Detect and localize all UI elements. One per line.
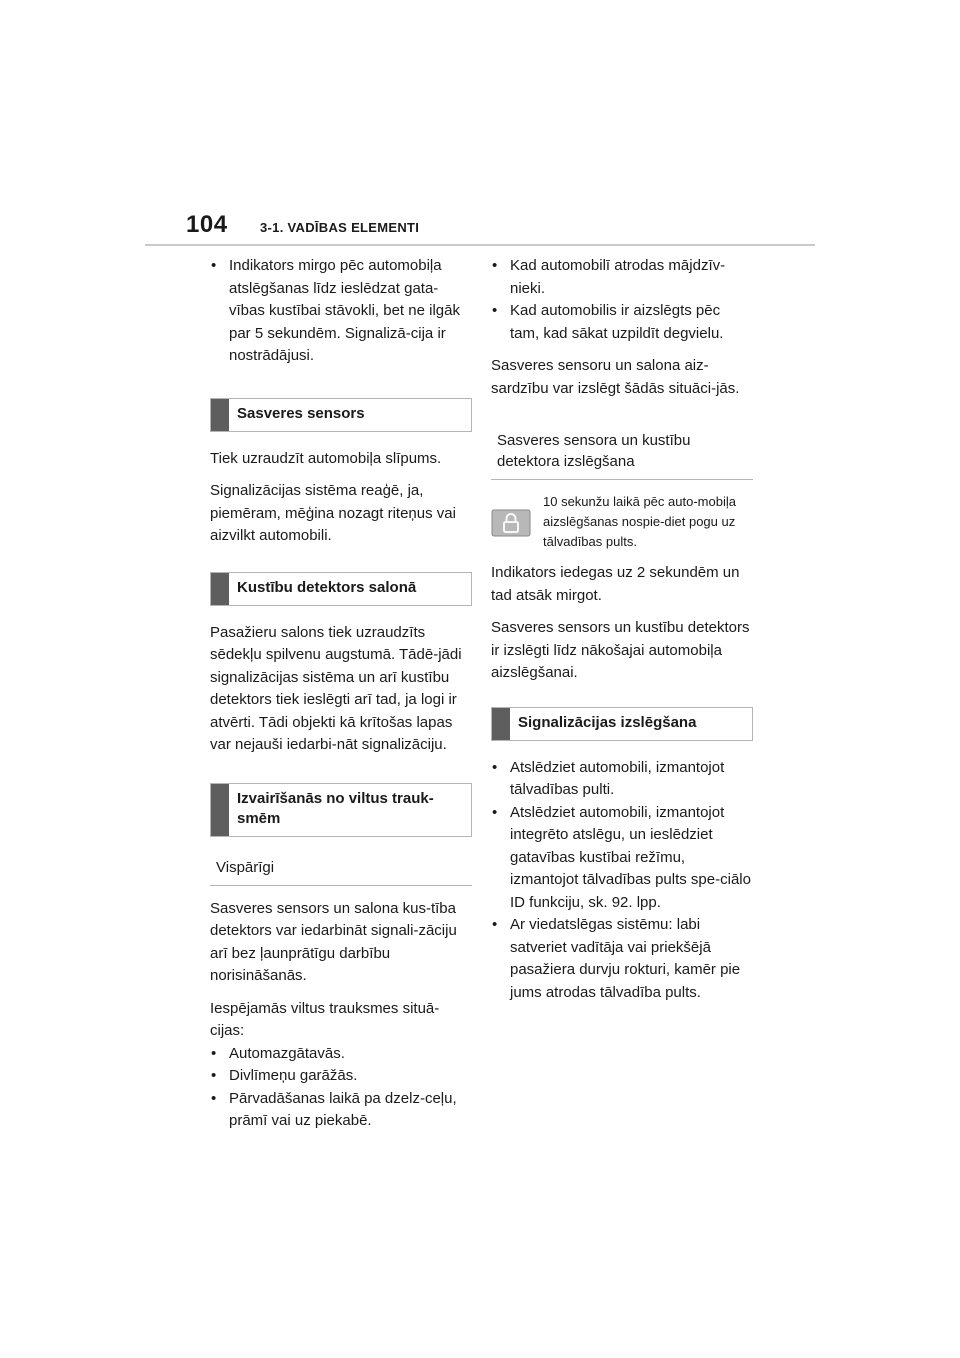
heading-false-alarms: Izvairīšanās no viltus trauk-smēm: [210, 782, 472, 837]
heading-tilt-sensor: Sasveres sensors: [210, 397, 472, 432]
list-item: Ar viedatslēgas sistēmu: labi satveriet …: [491, 914, 753, 1004]
subheading-general: Vispārīgi: [210, 853, 472, 886]
paragraph: Tiek uzraudzīt automobiļa slīpums.: [210, 449, 442, 467]
paragraph: Sasveres sensors un kustību detektors ir…: [491, 619, 750, 681]
lock-button-note: 10 sekunžu laikā pēc auto-mobiļa aizslēg…: [491, 492, 753, 552]
subheading-disable-sensors: Sasveres sensora un kustību detektora iz…: [491, 426, 753, 480]
right-column: Kad automobilī atrodas mājdzīv-nieki. Ka…: [491, 255, 753, 1014]
heading-alarm-off: Signalizācijas izslēgšana: [491, 706, 753, 741]
heading-marker: [211, 783, 229, 836]
heading-text: Izvairīšanās no viltus trauk-smēm: [237, 789, 434, 827]
heading-text: Signalizācijas izslēgšana: [518, 713, 697, 731]
list-item: Kad automobilī atrodas mājdzīv-nieki.: [491, 255, 753, 300]
list-item: Pārvadāšanas laikā pa dzelz-ceļu, prāmī …: [210, 1088, 472, 1133]
paragraph: Sasveres sensors un salona kus-tība dete…: [210, 899, 457, 985]
heading-motion-detector: Kustību detektors salonā: [210, 571, 472, 606]
situation-list: Kad automobilī atrodas mājdzīv-nieki. Ka…: [491, 255, 753, 345]
heading-text: Kustību detektors salonā: [237, 578, 417, 596]
paragraph: Indikators iedegas uz 2 sekundēm un tad …: [491, 564, 740, 604]
list-item: Automazgātavās.: [210, 1043, 472, 1066]
list-item: Kad automobilis ir aizslēgts pēc tam, ka…: [491, 300, 753, 345]
section-title: 3-1. VADĪBAS ELEMENTI: [260, 220, 420, 235]
heading-marker: [211, 572, 229, 605]
heading-marker: [492, 707, 510, 740]
paragraph: Signalizācijas sistēma reaģē, ja, piemēr…: [210, 482, 456, 544]
paragraph: Pasažieru salons tiek uzraudzīts sēdekļu…: [210, 623, 462, 754]
left-column: Indikators mirgo pēc automobiļa atslēgša…: [210, 255, 472, 1143]
page-number: 104: [186, 211, 228, 238]
lock-icon: [491, 506, 531, 540]
header-divider: [145, 244, 815, 246]
intro-bullet-list: Indikators mirgo pēc automobiļa atslēgša…: [210, 255, 472, 368]
paragraph: Sasveres sensoru un salona aiz-sardzību …: [491, 357, 740, 397]
list-item: Divlīmeņu garāžās.: [210, 1065, 472, 1088]
false-alarm-list: Automazgātavās. Divlīmeņu garāžās. Pārva…: [210, 1043, 472, 1133]
list-item: Atslēdziet automobili, izmantojot tālvad…: [491, 757, 753, 802]
list-item: Indikators mirgo pēc automobiļa atslēgša…: [210, 255, 472, 368]
alarm-off-list: Atslēdziet automobili, izmantojot tālvad…: [491, 757, 753, 1005]
heading-text: Sasveres sensors: [237, 404, 365, 422]
paragraph: Iespējamās viltus trauksmes situā-cijas:: [210, 999, 440, 1040]
list-item: Atslēdziet automobili, izmantojot integr…: [491, 802, 753, 915]
heading-marker: [211, 398, 229, 431]
note-text: 10 sekunžu laikā pēc auto-mobiļa aizslēg…: [543, 494, 736, 549]
